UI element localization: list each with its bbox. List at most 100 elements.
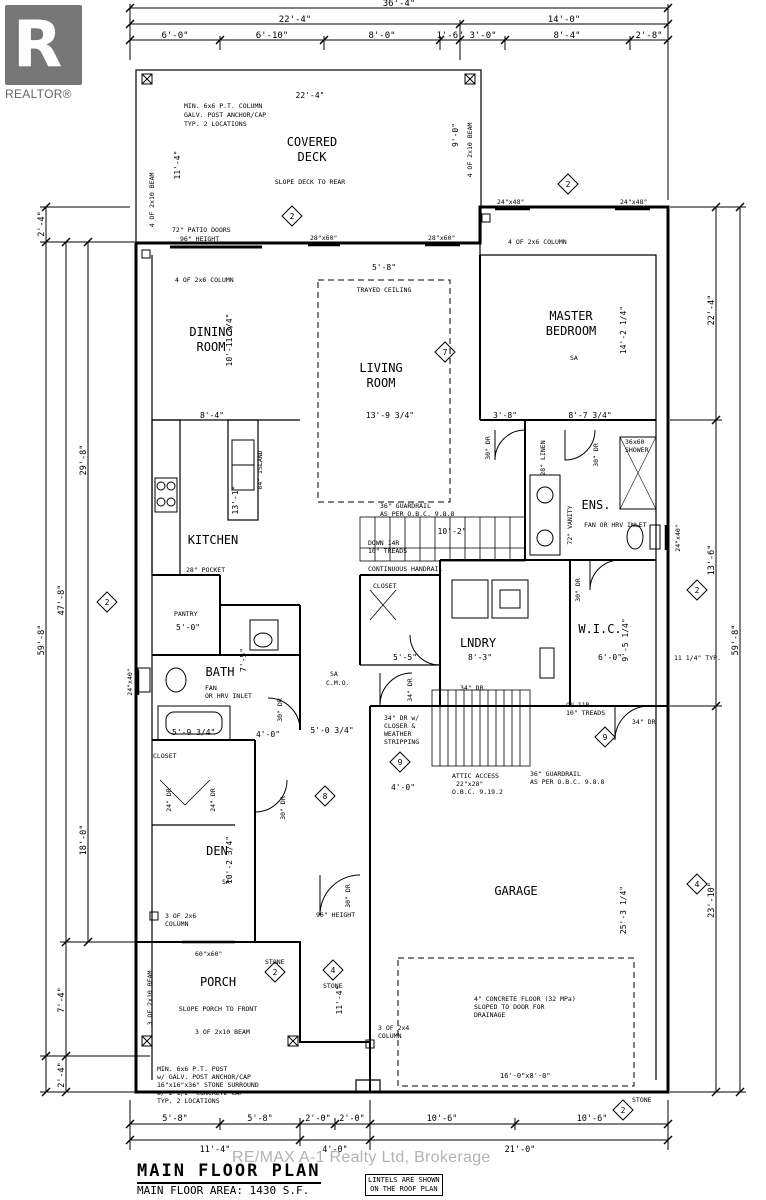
dim-top-seg: 3'-0" [469, 31, 496, 41]
shower-note: 36x60 [625, 438, 645, 446]
room-label-dining: ROOM [197, 340, 226, 354]
lintel-note: LINTELS ARE SHOWN ON THE ROOF PLAN [365, 1174, 443, 1196]
room-label-ensuite: ENS. [582, 498, 611, 512]
dim-bottom-seg: 5'-8" [162, 1114, 188, 1124]
dim-overall-top: 36'-4" [383, 0, 416, 9]
section-tag: 2 [695, 586, 700, 595]
wic-width-dim: 6'-0" [598, 653, 622, 662]
hall-dim: 5'-5" [393, 653, 417, 662]
dim-bottom-left: 11'-4" [200, 1145, 231, 1155]
room-label-dining: DINING [189, 325, 232, 339]
column-note: COLUMN [378, 1032, 402, 1040]
sa-cmo-label: C.M.O. [326, 679, 349, 687]
room-label-deck: DECK [298, 150, 328, 164]
dim-left: 2'-4" [57, 1062, 67, 1088]
dim-bottom-seg: 10'-6" [427, 1114, 458, 1124]
room-label-deck: COVERED [287, 135, 338, 149]
dining-width-dim: 8'-4" [200, 411, 224, 420]
column-note: 4 OF 2x6 COLUMN [508, 238, 567, 246]
wic-dim: 9'-5 1/4" [621, 618, 630, 661]
guardrail-note: 36" GUARDRAIL [530, 770, 581, 778]
dim-left: 29'-8" [79, 445, 89, 476]
attic-note: O.B.C. 9.19.2 [452, 788, 503, 796]
stone-note: STONE [265, 958, 285, 966]
post-note: MIN. 6x6 P.T. POST [157, 1065, 228, 1073]
dim-top-left: 22'-4" [279, 15, 312, 25]
typ-note: 11 1/4" TYP. [674, 654, 721, 662]
attic-note: 22"x28" [456, 780, 483, 788]
patio-door-note: 96" HEIGHT [180, 235, 219, 243]
porch-note: SLOPE PORCH TO FRONT [179, 1005, 257, 1013]
shower-note: SHOWER [625, 446, 649, 454]
closet-label: CLOSET [373, 582, 397, 590]
window-label: 24"x48" [497, 198, 524, 206]
dim-bottom-mid: 4'-0" [322, 1145, 348, 1155]
post-note: 16"x16"x36" STONE SURROUND [157, 1081, 259, 1089]
door-size-note: 30" DR [574, 578, 582, 602]
island-dim: 13'-1" [231, 486, 240, 515]
deck-width-dim: 22'-4" [296, 91, 325, 100]
lintel-note-line: ON THE ROOF PLAN [370, 1185, 438, 1193]
room-label-living: ROOM [367, 376, 396, 390]
dim-left: 59'-8" [37, 625, 47, 656]
door-size-note: 30" DR [279, 796, 287, 820]
pantry-dim: 5'-0" [176, 623, 200, 632]
stair-note: 10" TREADS [368, 547, 407, 555]
deck-depth-dim: 11'-4" [173, 151, 182, 180]
section-tag: 9 [603, 733, 608, 742]
section-tag: 9 [398, 758, 403, 767]
dim-right: 59'-8" [731, 625, 741, 656]
dim-top-right: 14'-0" [548, 15, 581, 25]
stair-dim: 10'-2" [438, 527, 467, 536]
lintel-note-line: LINTELS ARE SHOWN [368, 1176, 440, 1184]
dim-right: 22'-4" [707, 295, 717, 326]
room-label-garage: GARAGE [494, 884, 537, 898]
stair-note: ON 11R [566, 701, 590, 709]
dim-left: 47'-8" [57, 585, 67, 616]
hall-dim: 4'-0" [391, 783, 415, 792]
door-closer-note: STRIPPING [384, 738, 419, 746]
door-size-note: 24" DR [209, 788, 217, 812]
door-closer-note: 34" DR w/ [384, 714, 419, 722]
concrete-note: 4" CONCRETE FLOOR (32 MPa) [474, 995, 576, 1003]
realtor-logo-letter: R [13, 8, 63, 82]
bath-dim: 7'-5" [239, 648, 248, 672]
dim-left: 7'-4" [57, 987, 67, 1013]
post-note: w/ GALV. POST ANCHOR/CAP [157, 1073, 251, 1081]
door-closer-note: CLOSER & [384, 722, 415, 730]
stone-note: STONE [632, 1096, 652, 1104]
porch-dim: 11'-4" [335, 986, 344, 1015]
room-label-living: LIVING [359, 361, 402, 375]
post-note: w/ 2 1/2" CONCRETE CAP [157, 1089, 243, 1097]
stair-note: DOWN 14R [368, 539, 399, 547]
section-tag: 4 [331, 966, 336, 975]
den-dim: 10'-2 3/4" [225, 836, 234, 884]
door-size-note: 30" DR [344, 884, 352, 908]
column-note: TYP. 2 LOCATIONS [184, 120, 247, 128]
column-note: 3 OF 2x6 [165, 912, 196, 920]
fan-note: FAN [205, 684, 217, 692]
door-size-note: 34" DR [406, 678, 414, 702]
room-label-master: BEDROOM [546, 324, 597, 338]
fan-note: OR HRV INLET [205, 692, 252, 700]
handrail-note: CONTINUOUS HANDRAIL [368, 565, 442, 573]
post-note: TYP. 2 LOCATIONS [157, 1097, 220, 1105]
column-note: GALV. POST ANCHOR/CAP [184, 111, 266, 119]
smoke-alarm-label: SA [570, 354, 578, 362]
door-size-note: 30" DR [276, 698, 284, 722]
door-closer-note: WEATHER [384, 730, 411, 738]
realtor-logo-word: REALTOR® [5, 87, 72, 101]
deck-beam-note: 4 OF 2x10 BEAM [466, 123, 474, 178]
window-label: 24"x40" [126, 668, 134, 695]
attic-note: ATTIC ACCESS [452, 772, 499, 780]
door-size-note: 30" DR [592, 443, 600, 467]
sa-cmo-label: SA [330, 670, 338, 678]
realtor-logo: R REALTOR® [5, 5, 82, 101]
dim-top-seg: 1'-6" [436, 31, 463, 41]
dining-dim: 10'-11 3/4" [225, 314, 234, 367]
dim-right: 13'-6" [707, 545, 717, 576]
section-tag: 2 [621, 1106, 626, 1115]
pocket-door-note: 28" POCKET [186, 566, 225, 574]
trayed-ceiling-note: TRAYED CEILING [357, 286, 412, 294]
dim-top-seg: 8'-0" [368, 31, 395, 41]
